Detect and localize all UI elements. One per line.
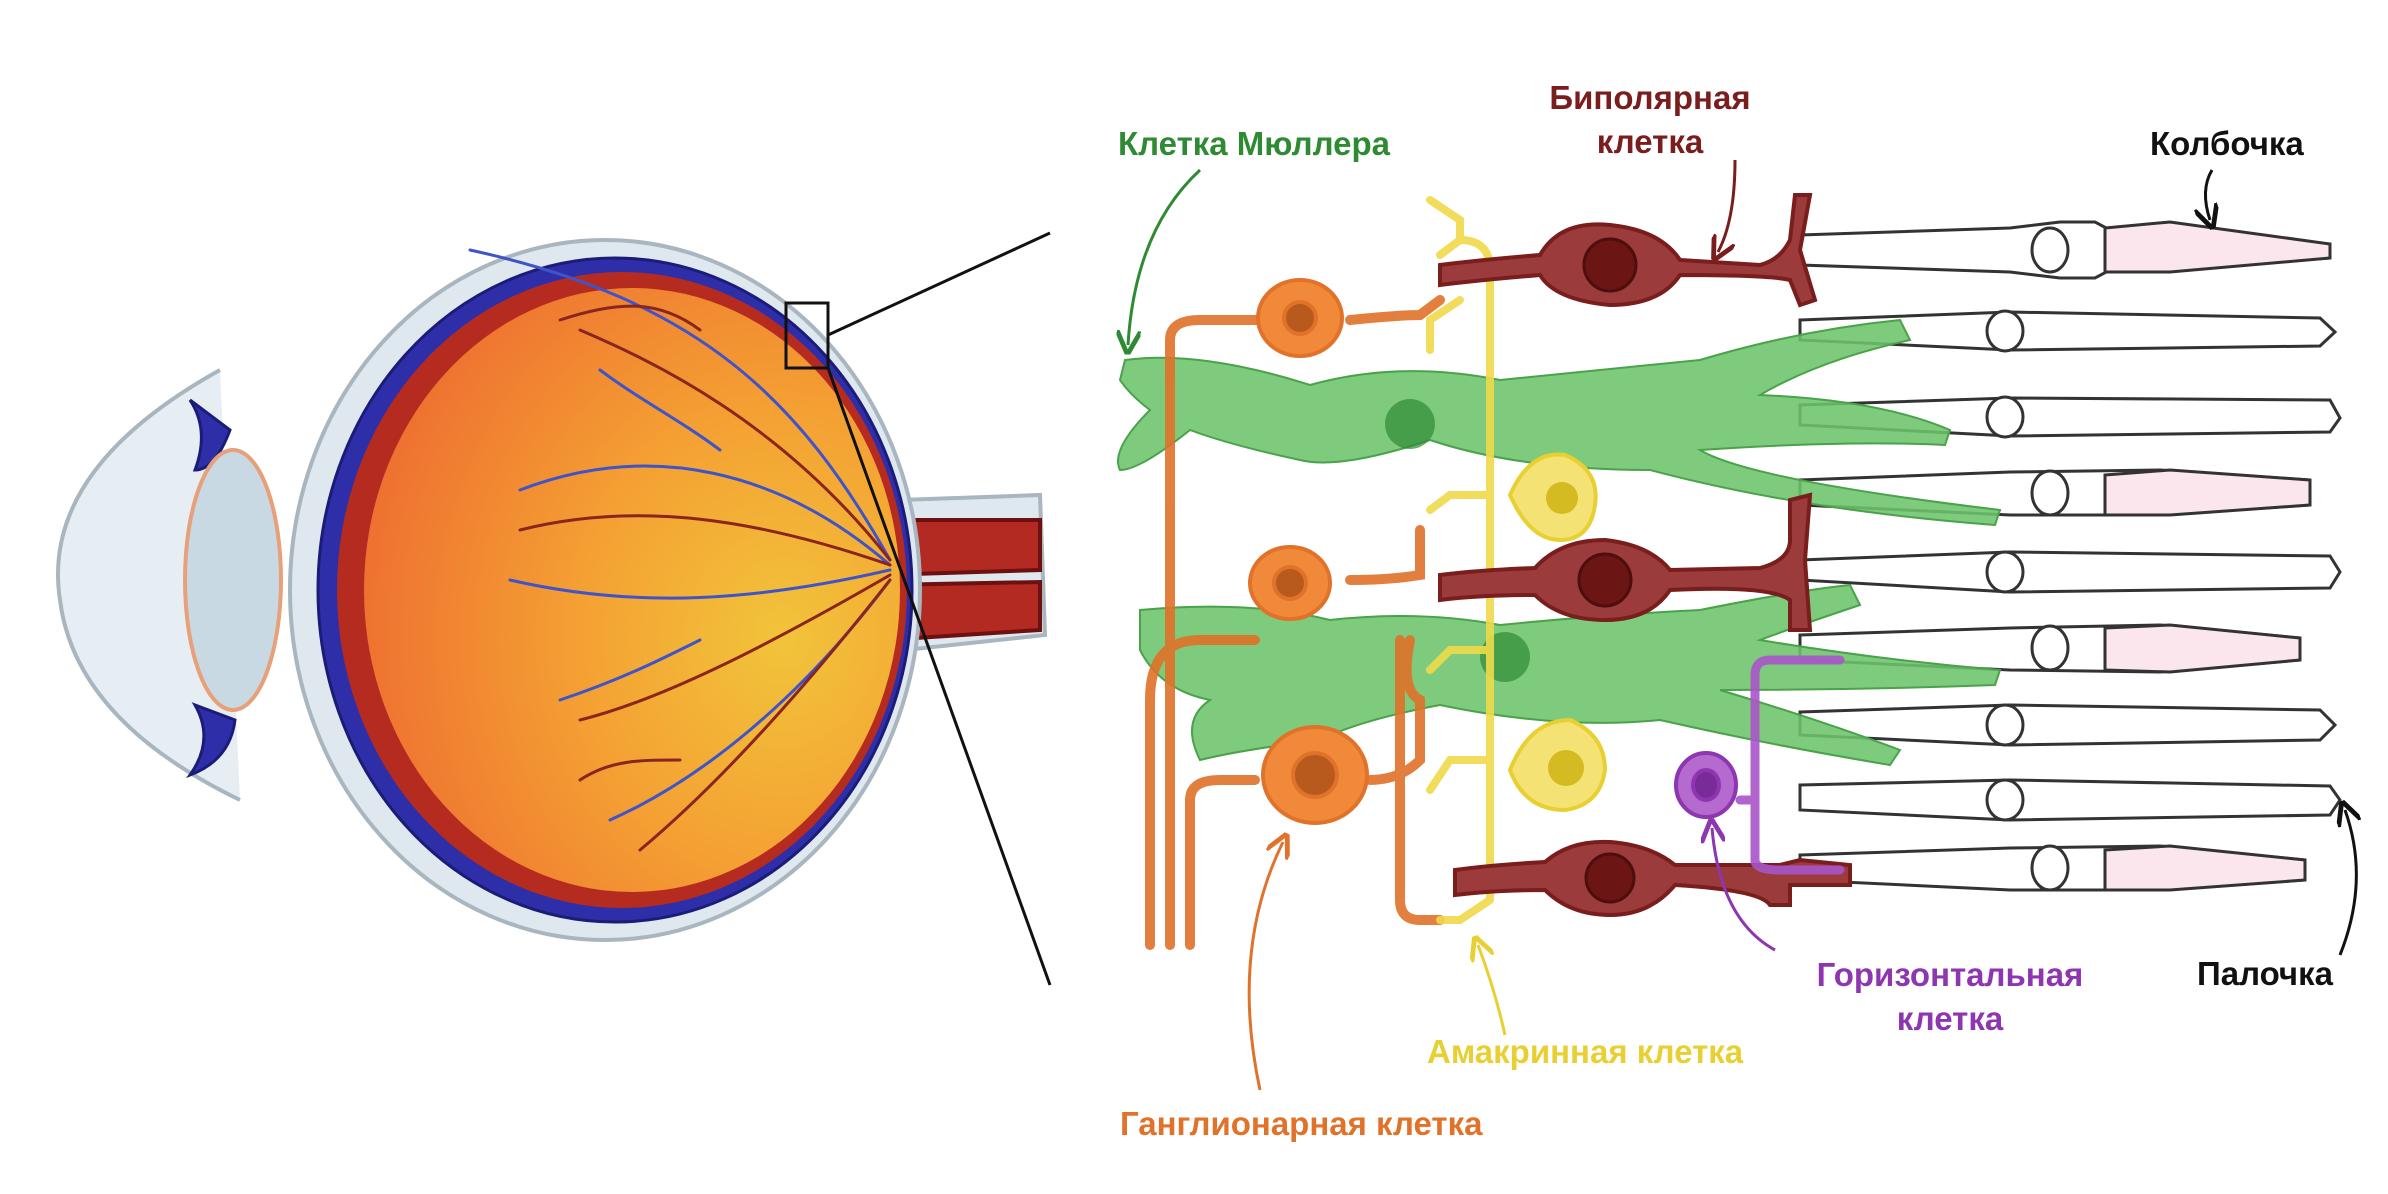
- horizontal-label-line2: клетка: [1896, 1000, 2004, 1037]
- horizontal-soma: [1674, 751, 1738, 819]
- horizontal-label: Горизонтальная клетка: [1790, 953, 2110, 1041]
- rod-label: Палочка: [2197, 955, 2333, 992]
- cone-label: Колбочка: [2150, 125, 2304, 162]
- muller-cells: [1117, 318, 2002, 767]
- bipolar-cells: [1438, 193, 1852, 918]
- pointer-arrows: [1128, 159, 2356, 1091]
- bipolar-pointer-arrow: [1718, 159, 1737, 252]
- horizontal-cell: [1735, 655, 1845, 875]
- bipolar-label-line1: Биполярная: [1549, 79, 1751, 116]
- rod-pointer-arrow: [2340, 810, 2356, 956]
- amacrine-somas: [1507, 452, 1608, 813]
- bipolar-label-line2: клетка: [1596, 123, 1704, 160]
- bipolar-label: Биполярная клетка: [1520, 76, 1780, 164]
- cone-pointer-arrow: [2205, 169, 2212, 220]
- amacrine-cells: [1426, 196, 1494, 924]
- retina-cells-icon: [1117, 193, 2342, 950]
- amacrine-pointer-arrow: [1478, 945, 1507, 1036]
- ganglion-somas: [1248, 278, 1369, 825]
- muller-label: Клетка Мюллера: [1118, 125, 1390, 162]
- amacrine-label: Амакринная клетка: [1427, 1033, 1744, 1070]
- photoreceptors: [1798, 220, 2342, 892]
- ganglion-pointer-arrow: [1247, 842, 1283, 1091]
- horizontal-label-line1: Горизонтальная: [1816, 956, 2084, 993]
- muller-pointer-arrow: [1128, 168, 1202, 345]
- eyeball-cross-section-icon: [56, 231, 1052, 986]
- ganglion-cells: [1145, 295, 1445, 950]
- horizontal-pointer-arrow: [1712, 828, 1776, 952]
- ganglion-label: Ганглионарная клетка: [1120, 1105, 1483, 1142]
